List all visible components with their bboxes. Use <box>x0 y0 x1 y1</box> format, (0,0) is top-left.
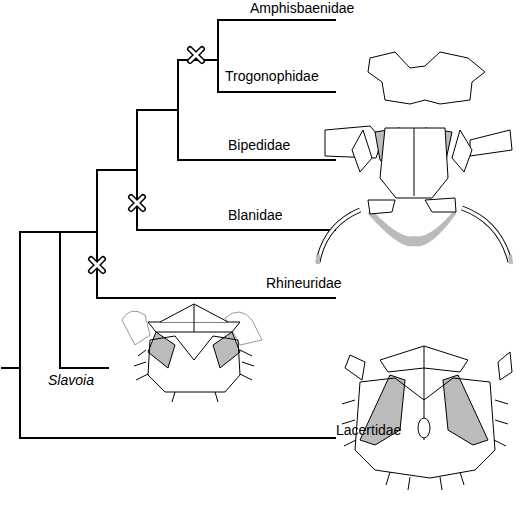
taxon-label: Trogonophidae <box>225 68 319 84</box>
lacertid-girdle <box>342 346 512 490</box>
taxon-label: Lacertidae <box>336 422 401 438</box>
taxon-label: Bipedidae <box>228 137 290 153</box>
taxon-label: Rhineuridae <box>266 275 342 291</box>
blanid-girdle <box>318 198 511 264</box>
taxon-label: Amphisbaenidae <box>250 0 354 16</box>
taxon-label: Slavoia <box>48 372 94 388</box>
bipedid-girdle <box>325 126 512 198</box>
tree-branches <box>2 20 335 438</box>
slavoia-girdle <box>122 304 262 402</box>
loss-markers <box>91 49 202 271</box>
taxon-label: Blanidae <box>228 207 283 223</box>
amphisbaenid-girdle <box>368 52 485 104</box>
